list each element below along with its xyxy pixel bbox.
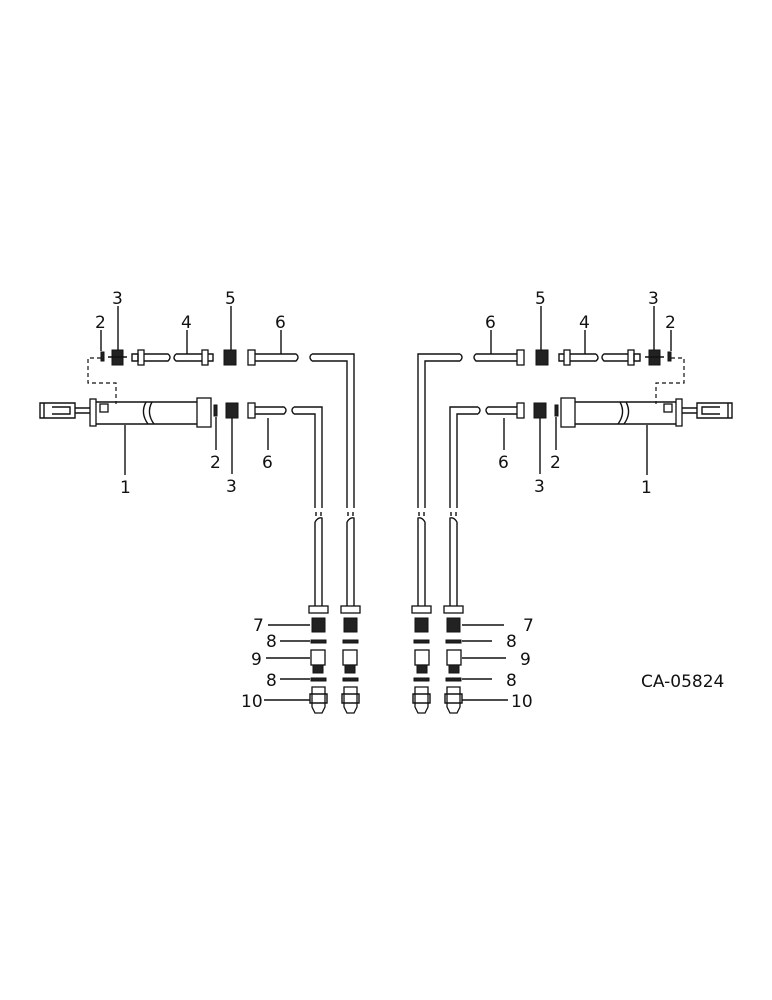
callout-2: 2 — [95, 313, 106, 333]
callout-2: 2 — [550, 453, 561, 473]
callout-6: 6 — [275, 313, 286, 333]
callout-8: 8 — [506, 632, 517, 652]
callout-9: 9 — [251, 650, 262, 670]
callout-8: 8 — [266, 671, 277, 691]
callout-10: 10 — [511, 692, 533, 712]
callout-5: 5 — [535, 289, 546, 309]
callout-4: 4 — [181, 313, 192, 333]
right-assembly — [412, 350, 732, 713]
callout-7: 7 — [523, 616, 534, 636]
callout-7: 7 — [253, 616, 264, 636]
callout-10: 10 — [241, 692, 263, 712]
callout-8: 8 — [266, 632, 277, 652]
leader-lines — [100, 306, 672, 701]
callout-6: 6 — [485, 313, 496, 333]
callout-3: 3 — [226, 477, 237, 497]
callout-3: 3 — [534, 477, 545, 497]
callout-6: 6 — [262, 453, 273, 473]
callout-1: 1 — [120, 478, 131, 498]
callout-2: 2 — [210, 453, 221, 473]
left-assembly — [40, 350, 360, 713]
callout-6: 6 — [498, 453, 509, 473]
callout-8: 8 — [506, 671, 517, 691]
callout-9: 9 — [520, 650, 531, 670]
drawing-code: CA-05824 — [641, 672, 724, 692]
callout-4: 4 — [579, 313, 590, 333]
callout-3: 3 — [648, 289, 659, 309]
callout-1: 1 — [641, 478, 652, 498]
callout-3: 3 — [112, 289, 123, 309]
callout-5: 5 — [225, 289, 236, 309]
callout-2: 2 — [665, 313, 676, 333]
